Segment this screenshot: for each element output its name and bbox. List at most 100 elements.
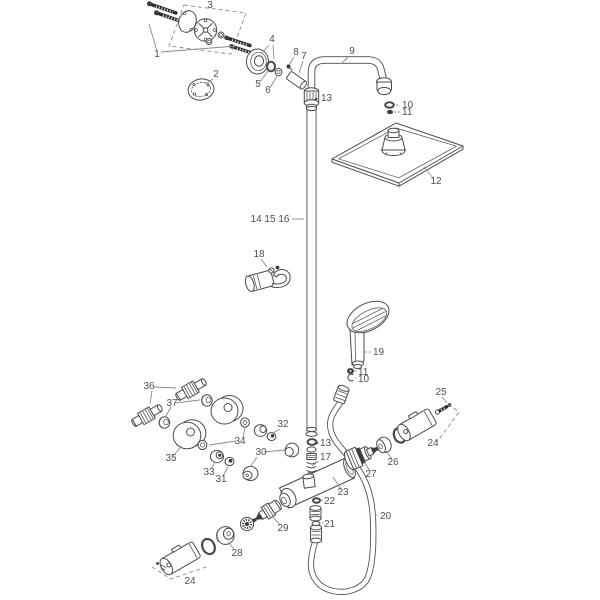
part-label-12: 12 — [430, 176, 442, 187]
leader-28 — [227, 541, 235, 550]
part-label-11-mid: 11 — [358, 367, 369, 378]
valve-spline-adapter — [239, 516, 255, 532]
part-33-bushing — [209, 449, 224, 464]
leader-1 — [148, 23, 158, 52]
hose-lower-nut — [310, 524, 322, 544]
part-19-hand-shower — [346, 300, 390, 369]
leader-9 — [340, 55, 350, 65]
part-label-18: 18 — [253, 249, 265, 260]
part-36-s-connector-upper — [175, 378, 207, 401]
part-2-cover-plate — [187, 78, 215, 101]
leader-23 — [332, 476, 342, 490]
part-30-cap-lower — [242, 465, 259, 482]
part-32-screw — [266, 432, 277, 441]
part-label-5: 5 — [255, 79, 261, 90]
part-35-escutcheon-disc-upper — [210, 395, 244, 425]
part-label-1: 1 — [154, 49, 160, 60]
part-28-adapter — [216, 526, 235, 545]
part-label-19: 19 — [373, 347, 385, 358]
part-13-o-ring-mid — [306, 438, 318, 446]
leader-30 — [263, 449, 286, 453]
part-12-overhead-shower — [331, 122, 464, 187]
part-1-wall-screws — [147, 1, 185, 24]
part-3-mounting-plates — [178, 10, 225, 45]
leader-18 — [260, 258, 268, 268]
leader-4 — [272, 44, 275, 60]
leader-36 — [153, 386, 177, 389]
part-label-20: 20 — [380, 511, 392, 522]
part-24-handle-right — [397, 408, 437, 442]
part-33-bushing-upper — [253, 424, 268, 437]
part-label-27: 27 — [365, 469, 377, 480]
part-5-o-ring — [266, 60, 276, 73]
arrowhead-13-mid — [314, 441, 318, 445]
part-label-31: 31 — [215, 474, 227, 485]
leader-8 — [288, 56, 295, 66]
handle-left-o-ring — [201, 537, 216, 556]
part-22-o-ring — [312, 497, 321, 504]
part-27-thermostat-cartridge — [344, 446, 379, 471]
part-31-screw — [224, 456, 235, 467]
leader-4 — [261, 44, 270, 54]
part-label-24-right: 24 — [427, 438, 439, 449]
part-label-14-15-16: 14 15 16 — [251, 214, 290, 225]
leader-29 — [272, 516, 281, 526]
leader-2 — [205, 78, 214, 85]
leader-33 — [210, 461, 216, 470]
leader-30 — [249, 456, 258, 468]
part-34-nut-left — [197, 439, 208, 451]
leader-25 — [441, 396, 448, 404]
part-label-25: 25 — [435, 387, 447, 398]
part-8-screw — [286, 64, 293, 71]
leader-6 — [269, 75, 278, 89]
part-label-2: 2 — [213, 69, 219, 80]
part-label-7: 7 — [301, 51, 307, 62]
part-label-28: 28 — [231, 548, 243, 559]
arrowhead-13-top — [313, 97, 318, 101]
leader-32 — [272, 428, 281, 434]
leader-36 — [149, 390, 153, 405]
leader-1 — [160, 45, 237, 53]
part-label-11-top: 11 — [402, 107, 413, 118]
part-37-seal-lower — [158, 416, 171, 429]
bracket-handle-left-bracket — [151, 565, 210, 580]
part-label-30: 30 — [255, 447, 267, 458]
part-18-slider — [244, 265, 291, 293]
part-label-10-mid: 10 — [358, 374, 370, 385]
part-37-seal-upper — [201, 394, 213, 407]
part-label-23: 23 — [337, 487, 349, 498]
part-label-10-top: 10 — [402, 100, 414, 111]
part-14-15-16-riser-pipe — [305, 105, 318, 437]
part-30-cap-upper — [284, 442, 300, 458]
leader-5 — [259, 70, 269, 83]
part-label-35: 35 — [165, 453, 177, 464]
part-label-13-mid: 13 — [320, 438, 332, 449]
part-36-s-connector-lower — [131, 404, 163, 427]
part-label-8: 8 — [293, 47, 299, 58]
part-label-36: 36 — [143, 381, 155, 392]
part-21-hose-screw-joint — [309, 505, 322, 527]
leader-17 — [311, 460, 319, 467]
part-label-17: 17 — [320, 452, 332, 463]
leader-12 — [423, 166, 434, 179]
part-11-washer-top — [386, 109, 394, 115]
part-11-washer-mid — [346, 368, 354, 374]
leader-37 — [165, 406, 172, 417]
part-34-nut-right — [240, 417, 250, 428]
part-23-thermostat-body — [279, 457, 356, 509]
part-24-handle-left — [156, 541, 201, 576]
part-20-shower-hose — [307, 399, 377, 595]
leader-35 — [172, 445, 183, 457]
leader-34 — [208, 440, 237, 446]
leader-31 — [222, 466, 229, 477]
leader-27 — [363, 461, 371, 472]
part-10-clip-mid — [347, 373, 354, 382]
part-label-22: 22 — [324, 496, 336, 507]
part-label-37: 37 — [166, 398, 178, 409]
part-4-escutcheon — [246, 48, 269, 75]
part-label-6: 6 — [265, 85, 271, 96]
part-label-13-top: 13 — [321, 93, 333, 104]
